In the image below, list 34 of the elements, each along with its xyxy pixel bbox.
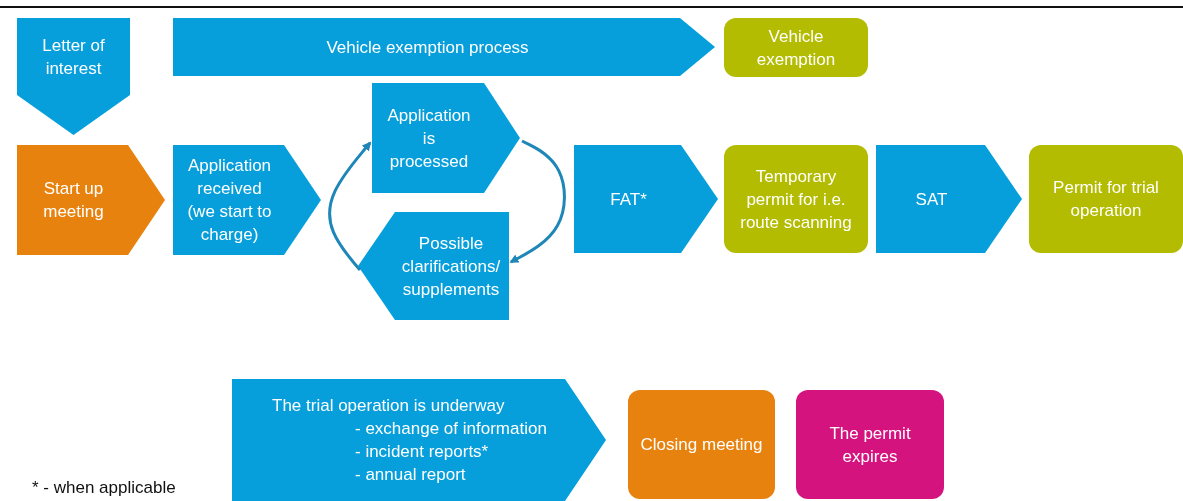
bullet-item: - incident reports* [354,441,490,463]
curved-arrow [509,139,566,264]
chevron-box [173,18,715,76]
process-box [724,18,868,77]
chevron-box [232,379,606,501]
node-label: Application is processed [386,104,472,173]
node-label: Start up meeting [42,178,105,223]
process-box [796,390,944,499]
chevron-box [876,145,1022,253]
process-box [1029,145,1183,253]
chevron-box [173,145,321,255]
curved-arrow [328,141,372,271]
chevron-box [17,18,130,135]
bullet-item: - exchange of information [354,418,548,440]
node-label: The permit expires [828,422,912,468]
process-box [628,390,775,499]
chevron-box [372,83,520,193]
heading-text: The trial operation is underway [272,395,506,417]
node-label: Temporary permit for i.e. route scanning [739,165,853,234]
node-label: Vehicle exemption process [326,36,529,59]
chevron-box [574,145,718,253]
node-label: Closing meeting [640,434,763,456]
node-label: Letter of interest [41,34,106,80]
chevron-box [358,212,509,320]
process-box [724,145,868,253]
footnote-text: * - when applicable [32,478,176,498]
node-label: Vehicle exemption [755,25,837,71]
bullet-item: - annual report [354,464,467,486]
node-label: FAT* [610,188,647,211]
node-label: Application received (we start to charge) [186,155,273,246]
node-label: Possible clarifications/ supplements [400,232,502,301]
node-label: Permit for trial operation [1052,177,1160,222]
chevron-box [17,145,165,255]
node-label: SAT [915,188,948,211]
